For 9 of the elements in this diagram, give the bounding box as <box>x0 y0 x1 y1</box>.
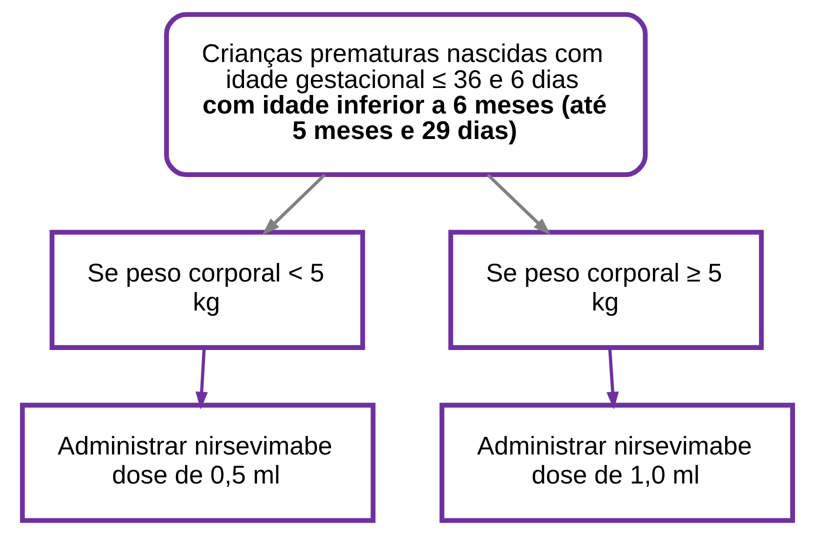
arrow <box>606 347 618 410</box>
node-box: Administrar nirsevimabe dose de 0,5 ml <box>20 402 375 523</box>
node-box: Crianças prematuras nascidas com idade gestacional ≤ 36 e 6 dias com idade inferior a 6 meses (até 5 meses e 29 dias) <box>164 12 648 178</box>
node-box: Se peso corporal ≥ 5 kg <box>448 230 764 350</box>
arrow <box>262 174 326 236</box>
node-box: Administrar nirsevimabe dose de 1,0 ml <box>439 402 794 523</box>
arrow <box>195 347 208 410</box>
arrow <box>486 174 550 236</box>
node-box: Se peso corporal < 5 kg <box>49 230 365 350</box>
